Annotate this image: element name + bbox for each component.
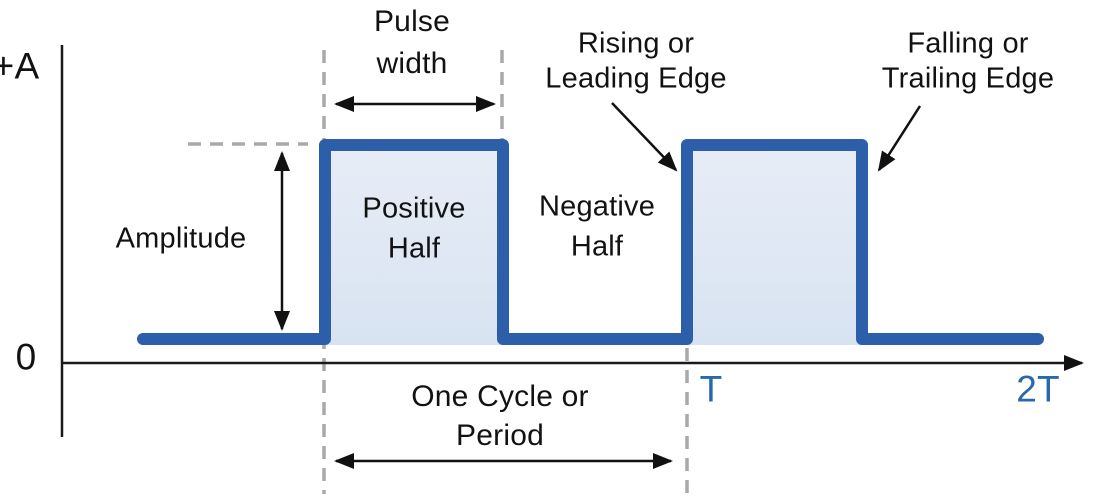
x-tick-T-label: T	[699, 368, 723, 410]
one-cycle-label-line1: One Cycle or	[411, 380, 589, 413]
y-axis-amplitude-label: +A	[0, 45, 40, 87]
positive-half-label-line2: Half	[387, 232, 441, 265]
negative-half-label-line2: Half	[570, 230, 624, 263]
falling-edge-callout-arrow	[877, 105, 922, 172]
pulse-width-label-line1: Pulse	[373, 5, 451, 38]
negative-half-label-line1: Negative	[538, 190, 656, 223]
origin-label: 0	[15, 336, 37, 378]
falling-edge-label-line1: Falling or	[907, 27, 1029, 60]
positive-half-label-line1: Positive	[362, 192, 466, 225]
pulse-width-label-line2: width	[376, 47, 448, 80]
one-cycle-label-line2: Period	[456, 419, 544, 452]
pulse-waveform-trace	[137, 139, 1044, 345]
amplitude-label: Amplitude	[115, 222, 247, 255]
rising-edge-label-line2: Leading Edge	[545, 62, 727, 95]
x-tick-2T-label: 2T	[1016, 368, 1060, 410]
second-pulse-fill	[687, 145, 862, 345]
rising-edge-callout-arrow	[611, 102, 678, 172]
rising-edge-label-line1: Rising or	[577, 27, 695, 60]
positive-half-pulse-fill	[325, 145, 503, 345]
falling-edge-label-line2: Trailing Edge	[881, 62, 1055, 95]
